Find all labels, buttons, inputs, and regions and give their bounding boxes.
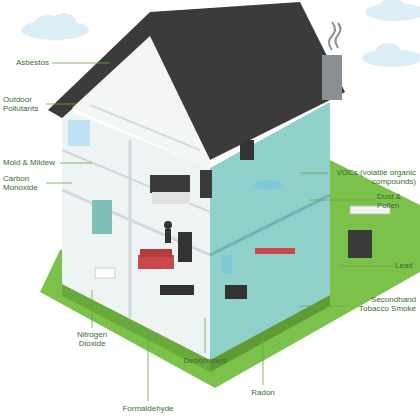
pollutant-label: Radon <box>248 388 278 397</box>
pollutant-label: Dust & Pollen <box>377 192 417 210</box>
pollutant-label: VOCs (volatile organic compounds) <box>330 168 416 186</box>
pollutant-label: Lead <box>395 261 417 270</box>
pollutant-label: Secondhand Tobacco Smoke <box>350 295 416 313</box>
pollutant-label: Formaldehyde <box>116 404 180 413</box>
pollutant-label: Deodorizers <box>178 356 232 365</box>
pollutant-label: Outdoor Pollutants <box>3 95 45 113</box>
pollutant-label: Asbestos <box>16 58 52 67</box>
pollutant-label: Mold & Mildew <box>3 158 61 167</box>
pollutant-label: Carbon Monoxide <box>3 174 45 192</box>
pollutant-label: Nitrogen Dioxide <box>70 330 114 348</box>
